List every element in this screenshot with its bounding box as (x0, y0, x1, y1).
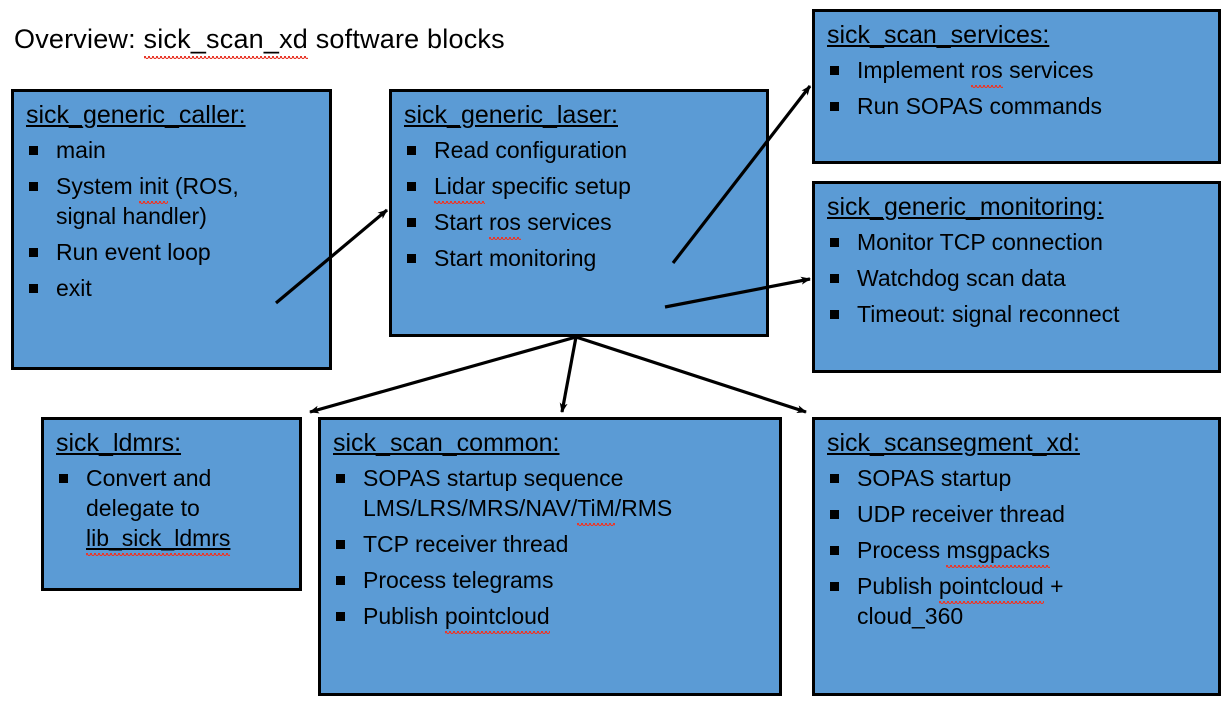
block-list-sick-generic-laser: Read configuration Lidar specific setup … (404, 135, 756, 273)
block-title-sick-scan-common: sick_scan_common: (333, 429, 560, 457)
block-title-sick-generic-caller: sick_generic_caller: (26, 101, 246, 129)
block-sick-generic-monitoring[interactable]: sick_generic_monitoring: Monitor TCP con… (812, 181, 1221, 373)
block-title-sick-scansegment-xd: sick_scansegment_xd: (827, 429, 1080, 457)
block-sick-scan-common[interactable]: sick_scan_common: SOPAS startup sequence… (318, 417, 782, 696)
list-item: Process telegrams (333, 565, 769, 595)
list-item: Start ros services (404, 207, 756, 240)
block-title-sick-scan-services: sick_scan_services: (827, 21, 1050, 49)
block-list-sick-scan-services: Implement ros services Run SOPAS command… (827, 55, 1208, 121)
list-item: Run event loop (26, 237, 319, 267)
list-item: System init (ROS,signal handler) (26, 171, 319, 231)
list-item: Publish pointcloud +cloud_360 (827, 571, 1208, 631)
list-item: Start monitoring (404, 243, 756, 273)
block-list-sick-scansegment-xd: SOPAS startup UDP receiver thread Proces… (827, 463, 1208, 631)
list-item: Run SOPAS commands (827, 91, 1208, 121)
block-list-sick-generic-caller: main System init (ROS,signal handler) Ru… (26, 135, 319, 303)
list-item: Monitor TCP connection (827, 227, 1208, 257)
page-title-suffix: software blocks (308, 24, 505, 54)
list-item: UDP receiver thread (827, 499, 1208, 529)
block-list-sick-generic-monitoring: Monitor TCP connection Watchdog scan dat… (827, 227, 1208, 329)
list-item: main (26, 135, 319, 165)
arrow-laser-to-scan-common (559, 336, 578, 413)
block-title-sick-ldmrs: sick_ldmrs: (56, 429, 182, 457)
list-item: Lidar specific setup (404, 171, 756, 204)
page-title-highlight: sick_scan_xd (143, 24, 309, 59)
page-title: Overview: sick_scan_xd software blocks (14, 22, 505, 59)
block-title-sick-generic-monitoring: sick_generic_monitoring: (827, 193, 1104, 221)
block-sick-scansegment-xd[interactable]: sick_scansegment_xd: SOPAS startup UDP r… (812, 417, 1221, 696)
list-item: Watchdog scan data (827, 263, 1208, 293)
list-item: Process msgpacks (827, 535, 1208, 568)
block-sick-scan-services[interactable]: sick_scan_services: Implement ros servic… (812, 9, 1221, 164)
list-item: Timeout: signal reconnect (827, 299, 1208, 329)
block-sick-generic-laser[interactable]: sick_generic_laser: Read configuration L… (389, 89, 769, 337)
block-title-sick-generic-laser: sick_generic_laser: (404, 101, 618, 129)
list-item: exit (26, 273, 319, 303)
list-item: TCP receiver thread (333, 529, 769, 559)
list-item: Publish pointcloud (333, 601, 769, 634)
list-item: SOPAS startup (827, 463, 1208, 493)
list-item: Implement ros services (827, 55, 1208, 88)
page-title-prefix: Overview: (14, 24, 144, 54)
list-item: Read configuration (404, 135, 756, 165)
arrow-laser-to-ldmrs (309, 335, 577, 414)
arrow-laser-to-scansegment-xd (575, 335, 807, 414)
block-sick-generic-caller[interactable]: sick_generic_caller: main System init (R… (11, 89, 332, 370)
